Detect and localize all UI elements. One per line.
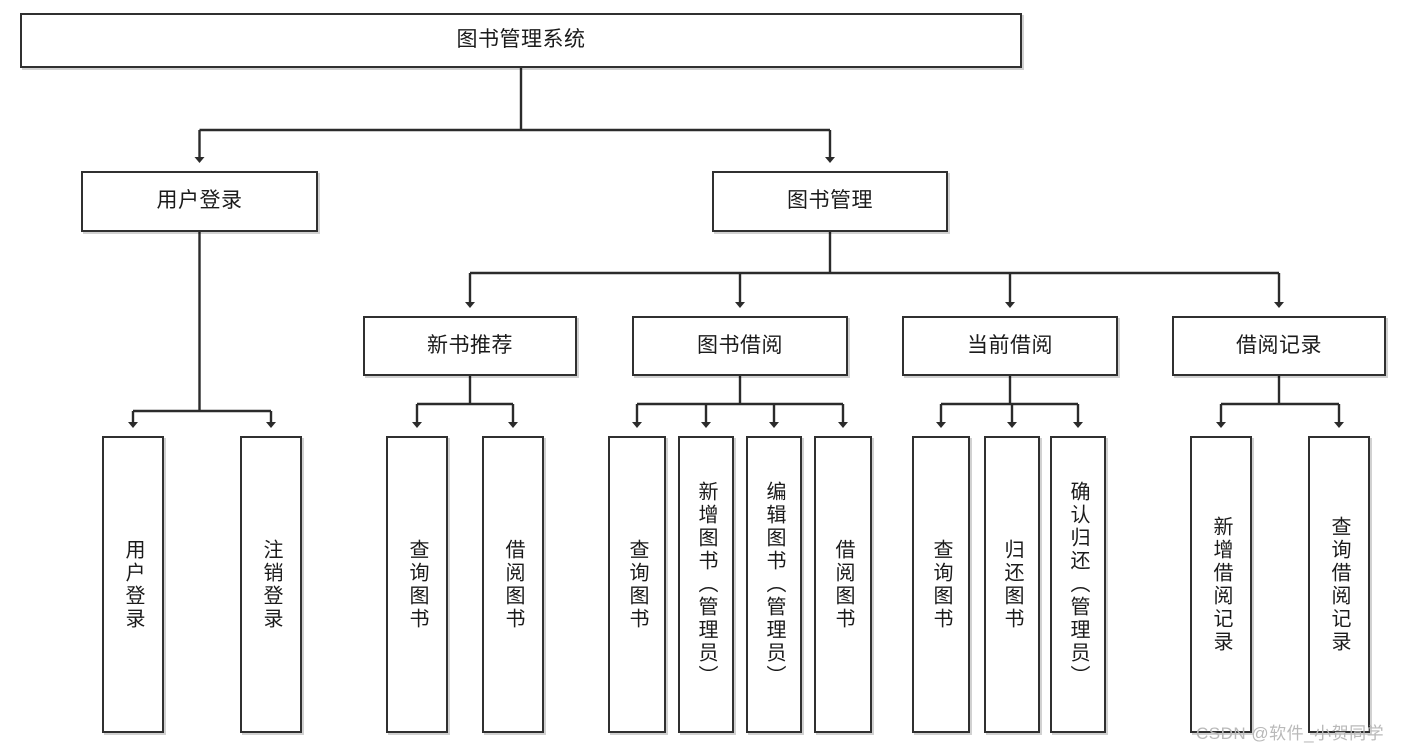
node-leaf-return-book-label: 归还图书: [1001, 538, 1023, 631]
node-leaf-add-record-label: 新增借阅记录: [1210, 515, 1232, 654]
node-leaf-query-book-cur-label: 查询图书: [930, 538, 952, 631]
node-leaf-return-book[interactable]: 归还图书: [984, 436, 1040, 733]
node-leaf-logout-label: 注销登录: [260, 538, 282, 631]
watermark: CSDN @软件_小贺同学: [1196, 724, 1385, 743]
node-leaf-query-book-rec-label: 查询图书: [406, 538, 428, 631]
node-book-manage-label: 图书管理: [787, 189, 873, 213]
node-book-manage[interactable]: 图书管理: [712, 171, 948, 232]
node-book-borrow-label: 图书借阅: [697, 333, 783, 357]
node-leaf-query-record-label: 查询借阅记录: [1328, 515, 1350, 654]
node-leaf-edit-book-label: 编辑图书（管理员）: [763, 481, 785, 688]
node-leaf-borrow-book-rec[interactable]: 借阅图书: [482, 436, 544, 733]
node-leaf-logout[interactable]: 注销登录: [240, 436, 302, 733]
node-leaf-query-book-cur[interactable]: 查询图书: [912, 436, 970, 733]
node-current-borrow[interactable]: 当前借阅: [902, 316, 1118, 376]
node-leaf-add-book[interactable]: 新增图书（管理员）: [678, 436, 734, 733]
node-leaf-user-login-label: 用户登录: [122, 538, 144, 631]
node-borrow-record-label: 借阅记录: [1236, 333, 1322, 357]
node-leaf-borrow-book-label: 借阅图书: [832, 538, 854, 631]
node-root[interactable]: 图书管理系统: [20, 13, 1022, 68]
node-user-login[interactable]: 用户登录: [81, 171, 318, 232]
node-borrow-record[interactable]: 借阅记录: [1172, 316, 1386, 376]
node-leaf-borrow-book-rec-label: 借阅图书: [502, 538, 524, 631]
node-leaf-query-book-label: 查询图书: [626, 538, 648, 631]
node-leaf-query-record[interactable]: 查询借阅记录: [1308, 436, 1370, 733]
node-leaf-add-record[interactable]: 新增借阅记录: [1190, 436, 1252, 733]
node-leaf-query-book-rec[interactable]: 查询图书: [386, 436, 448, 733]
node-leaf-edit-book[interactable]: 编辑图书（管理员）: [746, 436, 802, 733]
node-leaf-borrow-book[interactable]: 借阅图书: [814, 436, 872, 733]
node-leaf-query-book[interactable]: 查询图书: [608, 436, 666, 733]
node-new-book-recommend-label: 新书推荐: [427, 333, 513, 357]
node-leaf-confirm-return[interactable]: 确认归还（管理员）: [1050, 436, 1106, 733]
node-user-login-label: 用户登录: [156, 189, 243, 213]
node-leaf-user-login[interactable]: 用户登录: [102, 436, 164, 733]
node-leaf-add-book-label: 新增图书（管理员）: [695, 481, 717, 688]
node-leaf-confirm-return-label: 确认归还（管理员）: [1067, 481, 1089, 688]
node-book-borrow[interactable]: 图书借阅: [632, 316, 848, 376]
node-root-label: 图书管理系统: [456, 28, 586, 52]
node-current-borrow-label: 当前借阅: [967, 333, 1053, 357]
node-new-book-recommend[interactable]: 新书推荐: [363, 316, 577, 376]
